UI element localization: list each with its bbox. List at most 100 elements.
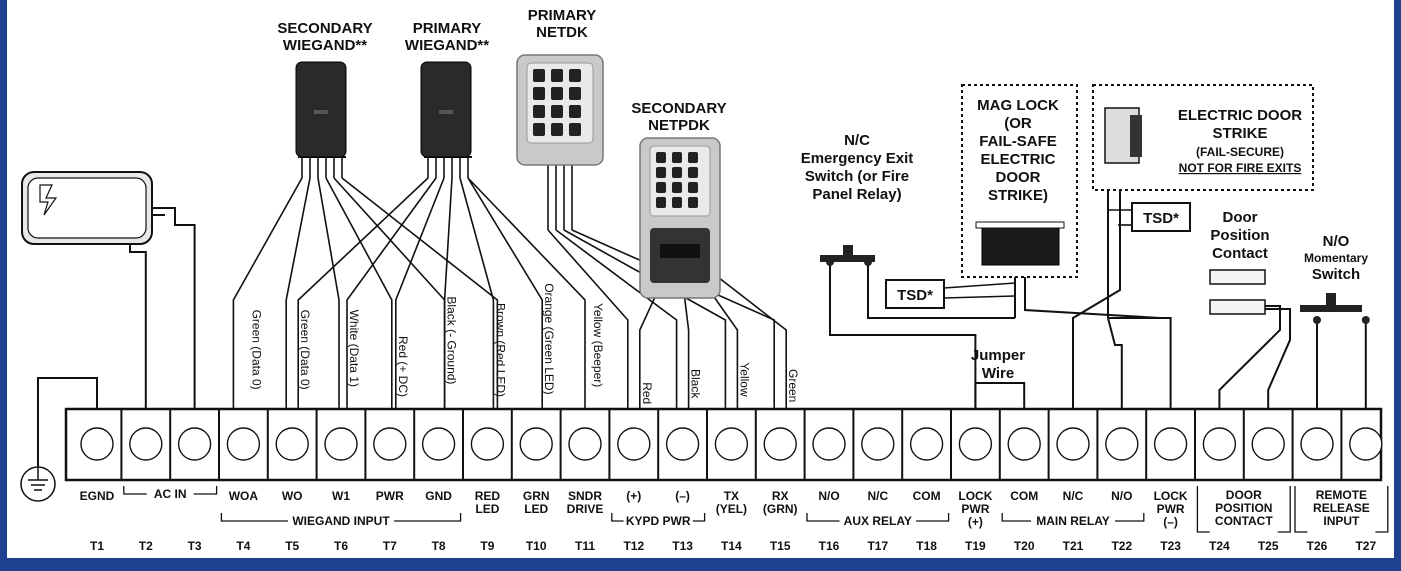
- terminal-id-T15: T15: [770, 539, 791, 553]
- secondary-reader-wire: [317, 177, 340, 409]
- terminal-screw: [470, 427, 505, 461]
- secondary-reader-wire: [232, 177, 303, 409]
- primary-netdk-title: PRIMARY: [528, 7, 597, 24]
- secondary-wiegand-title: SECONDARY: [277, 20, 372, 37]
- wiegand-input-gap: [287, 514, 395, 528]
- exit-switch-wire: [867, 262, 1015, 319]
- mag-lock-title: STRIKE): [988, 187, 1048, 204]
- door-contact-title: Contact: [1212, 245, 1268, 262]
- terminal-screw: [861, 427, 895, 461]
- secondary-reader-wire: [325, 177, 393, 409]
- terminal-label: LED: [524, 502, 548, 516]
- terminal-id-T1: T1: [90, 539, 104, 553]
- terminal-id-T6: T6: [334, 539, 348, 553]
- terminal-id-T20: T20: [1014, 539, 1035, 553]
- door-strike-warning: NOT FOR FIRE EXITS: [1179, 161, 1302, 175]
- terminal-label: N/O: [818, 489, 839, 503]
- netdk-wire: [563, 229, 727, 409]
- terminal-label: (–): [1163, 515, 1178, 529]
- terminal-id-T5: T5: [285, 539, 299, 553]
- lightning-icon: [39, 184, 58, 216]
- wire-color-label: Green (Data 0): [249, 310, 263, 390]
- primary-wiegand-title: WIEGAND**: [405, 37, 489, 54]
- jumper-title: Jumper: [971, 347, 1025, 364]
- terminal-label: (–): [675, 489, 690, 503]
- mag-lock-title: MAG LOCK: [977, 97, 1059, 114]
- tsd-box: [1131, 202, 1191, 232]
- secondary-netpdk-keypad-key: [672, 152, 682, 163]
- terminal-label: LED: [475, 502, 499, 516]
- terminal-id-T23: T23: [1160, 539, 1181, 553]
- secondary-netpdk-keypad-slot: [660, 244, 700, 258]
- door-strike-latch: [1130, 115, 1142, 157]
- terminal-screw: [958, 427, 993, 461]
- secondary-netpdk-keypad-key: [672, 197, 682, 208]
- door-contact-wire: [1265, 308, 1291, 409]
- ac-in-gap: [146, 487, 194, 501]
- netdk-wire: [547, 229, 629, 409]
- exit-switch-wire: [829, 262, 977, 409]
- momentary-switch-icon: [1300, 305, 1362, 312]
- wire-color-label: Red: [640, 382, 654, 404]
- door-contact-switch: [1209, 299, 1266, 315]
- tsd-wire: [943, 282, 1016, 289]
- terminal-label: N/O: [1111, 489, 1132, 503]
- mag-lock-title: FAIL-SAFE: [979, 133, 1057, 150]
- primary-netdk-keypad-key: [533, 87, 545, 100]
- terminal-label: W1: [332, 489, 350, 503]
- tsd-label: TSD*: [897, 287, 933, 304]
- terminal-id-T18: T18: [916, 539, 937, 553]
- terminal-id-T25: T25: [1258, 539, 1279, 553]
- mag-lock-title: ELECTRIC: [981, 151, 1056, 168]
- terminal-screw: [1105, 427, 1139, 461]
- mag-lock-title: DOOR: [996, 169, 1041, 186]
- terminal-screw: [1153, 427, 1188, 461]
- terminal-id-T16: T16: [819, 539, 840, 553]
- terminal-screw: [275, 427, 309, 461]
- remote-release-input-label: REMOTE: [1316, 488, 1367, 502]
- terminal-label: EGND: [80, 489, 115, 503]
- terminal-label: (+): [968, 515, 983, 529]
- primary-reader-wire: [297, 177, 429, 409]
- terminal-id-T24: T24: [1209, 539, 1230, 553]
- terminal-screw: [1202, 427, 1237, 461]
- terminal-screw: [812, 427, 846, 461]
- door-strike-title: ELECTRIC DOOR: [1178, 107, 1302, 124]
- door-position-contact-gap: [1209, 484, 1278, 538]
- terminal-id-T3: T3: [188, 539, 202, 553]
- terminal-screw: [421, 427, 456, 461]
- terminal-label: PWR: [1157, 502, 1185, 516]
- secondary-netpdk-keypad-key: [656, 197, 666, 208]
- devices: [20, 54, 1370, 502]
- wire-color-label: Orange (Green LED): [542, 283, 556, 394]
- terminal-label: (YEL): [716, 502, 747, 516]
- primary-reader-wire: [395, 177, 445, 409]
- terminal-screw: [80, 427, 114, 461]
- main-relay-gap: [1031, 514, 1115, 528]
- primary-netdk-keypad-key: [569, 105, 581, 118]
- wire-color-label: Yellow (Beeper): [591, 303, 605, 387]
- terminal-label: PWR: [961, 502, 989, 516]
- terminal-label: (+): [626, 489, 641, 503]
- secondary-reader-wire: [341, 177, 499, 409]
- terminal-label: COM: [1010, 489, 1038, 503]
- kypd-pwr-gap: [623, 514, 693, 528]
- primary-wiegand-title: PRIMARY: [413, 20, 482, 37]
- switch-contact: [1313, 316, 1321, 324]
- primary-netdk-keypad-key: [533, 105, 545, 118]
- wire-color-label: Yellow: [737, 362, 751, 397]
- secondary-netpdk-keypad-key: [672, 167, 682, 178]
- switch-contact: [864, 258, 872, 266]
- secondary-wiegand-reader-icon: [295, 61, 347, 158]
- secondary-netpdk-title: NETPDK: [648, 117, 710, 134]
- netpdk-wire: [695, 259, 787, 409]
- tsd-box: [885, 279, 945, 309]
- terminal-screw: [1300, 427, 1334, 461]
- terminal-label: (GRN): [763, 502, 798, 516]
- terminal-label: PWR: [376, 489, 404, 503]
- terminal-id-T26: T26: [1307, 539, 1328, 553]
- ground-wire: [37, 377, 98, 466]
